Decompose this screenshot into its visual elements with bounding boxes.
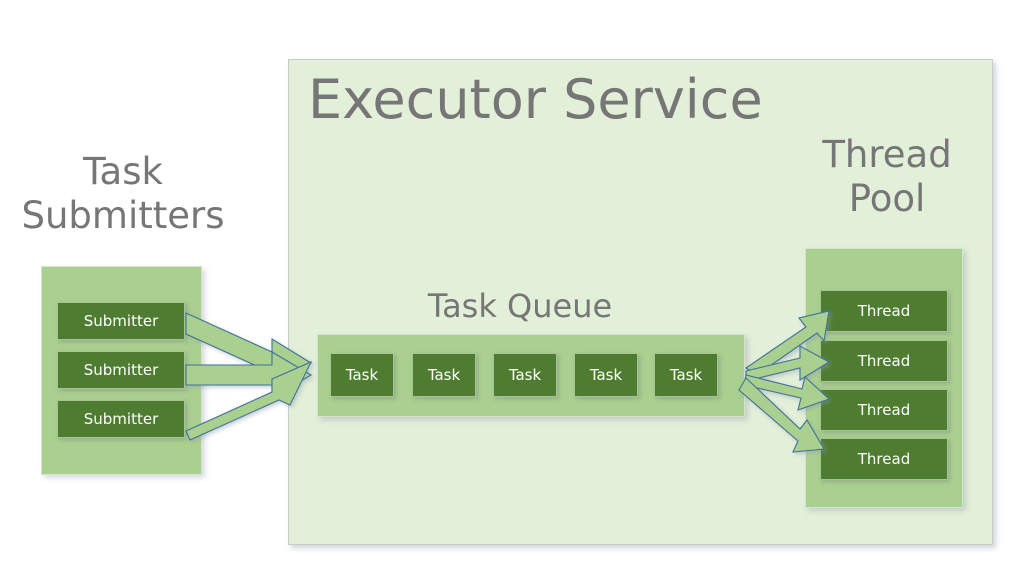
task-box[interactable]: Task — [412, 353, 476, 397]
thread-pool-heading-line1: Thread — [822, 133, 952, 176]
submitter-box[interactable]: Submitter — [57, 400, 185, 438]
thread-box[interactable]: Thread — [820, 389, 948, 431]
thread-box[interactable]: Thread — [820, 340, 948, 382]
task-box[interactable]: Task — [654, 353, 718, 397]
task-box[interactable]: Task — [493, 353, 557, 397]
submitter-box[interactable]: Submitter — [57, 302, 185, 340]
task-submitters-heading-line2: Submitters — [21, 193, 225, 237]
task-queue-heading: Task Queue — [427, 287, 613, 325]
task-submitters-heading: Task Submitters — [12, 150, 234, 237]
task-box[interactable]: Task — [330, 353, 394, 397]
thread-box[interactable]: Thread — [820, 290, 948, 332]
thread-box[interactable]: Thread — [820, 438, 948, 480]
executor-service-title: Executor Service — [308, 68, 763, 131]
thread-pool-heading-line2: Pool — [848, 176, 926, 220]
thread-pool-heading: Thread Pool — [798, 133, 976, 220]
task-submitters-heading-line1: Task — [83, 150, 163, 193]
submitter-box[interactable]: Submitter — [57, 351, 185, 389]
task-box[interactable]: Task — [574, 353, 638, 397]
